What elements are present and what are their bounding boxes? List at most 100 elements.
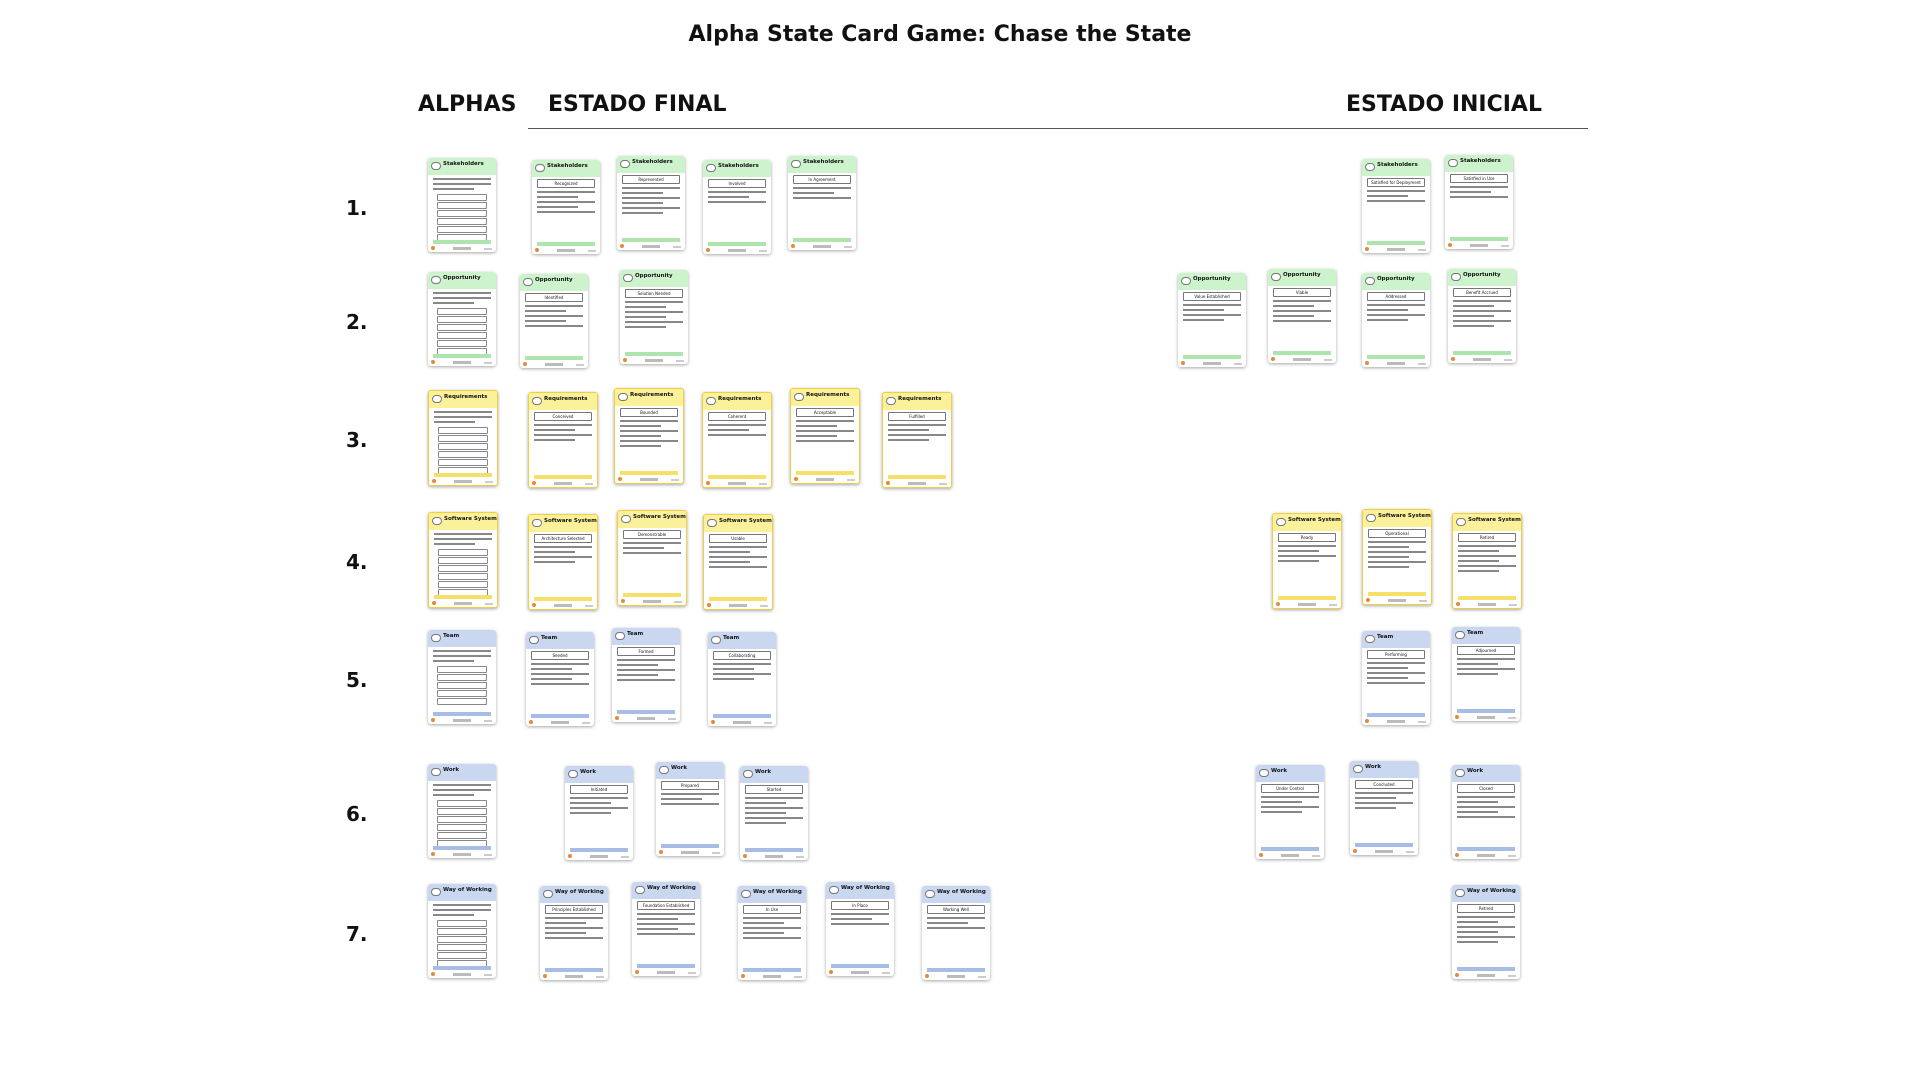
card-footer-mark (582, 722, 590, 724)
card-header: Way of Working (738, 886, 806, 903)
essence-logo-icon (1293, 358, 1311, 361)
card-state-name: In Agreement (793, 175, 851, 184)
card-state-name: Satisfied for Deployment (1367, 178, 1425, 187)
essence-dot-icon (1259, 853, 1263, 857)
card-footer-bar (796, 471, 854, 475)
card-state-name: Operational (1368, 529, 1426, 538)
card-header: Stakeholders (788, 156, 856, 173)
alpha-card-opportunity[interactable]: Opportunity (428, 272, 496, 366)
card-footer-bar (1367, 355, 1425, 359)
card-footer-mark (882, 972, 890, 974)
card-alpha-name: Team (1467, 630, 1484, 636)
alpha-card-stakeholders[interactable]: Stakeholders (428, 158, 496, 252)
card-footer-bar (1457, 709, 1515, 713)
row-number: 4. (346, 550, 368, 574)
card-footer-mark (760, 605, 768, 607)
alpha-icon (659, 766, 669, 774)
card-checklist (1368, 541, 1426, 568)
essence-dot-icon (535, 248, 539, 252)
card-footer-mark (1329, 604, 1337, 606)
card-footer-mark (484, 974, 492, 976)
card-header: Opportunity (1448, 269, 1516, 286)
card-footer-bar (1355, 843, 1413, 847)
card-alpha-name: Way of Working (753, 889, 802, 895)
card-footer-bar (1368, 592, 1426, 596)
alpha-card-team[interactable]: Team (428, 630, 496, 724)
card-header: Work (428, 764, 496, 781)
card-footer-bar (433, 240, 491, 244)
alpha-card-way-of-working[interactable]: Way of Working (428, 884, 496, 978)
essence-dot-icon (432, 479, 436, 483)
card-footer-bar (570, 848, 628, 852)
card-alpha-name: Opportunity (1463, 272, 1501, 278)
essence-logo-icon (729, 604, 747, 607)
card-alpha-name: Team (1377, 634, 1394, 640)
card-footer-mark (794, 976, 802, 978)
card-header: Team (612, 628, 680, 645)
card-state-list (438, 427, 488, 474)
essence-dot-icon (623, 358, 627, 362)
card-checklist (713, 663, 771, 680)
essence-logo-icon (642, 245, 660, 248)
card-header: Opportunity (1268, 269, 1336, 286)
alpha-card-software-system[interactable]: Software System (428, 512, 498, 608)
alpha-card-requirements[interactable]: Requirements (428, 390, 498, 486)
card-alpha-name: Opportunity (635, 273, 673, 279)
card-alpha-name: Software System (1288, 517, 1341, 523)
alpha-icon (1353, 765, 1363, 773)
card-footer-mark (588, 250, 596, 252)
state-card-stakeholders-in-agreement[interactable]: Stakeholders In Agreement (788, 156, 856, 250)
card-state-list (437, 666, 487, 705)
alpha-card-work[interactable]: Work (428, 764, 496, 858)
card-footer-mark (1508, 855, 1516, 857)
card-footer-bar (745, 848, 803, 852)
alpha-icon (431, 162, 441, 170)
card-header: Opportunity (1178, 273, 1246, 290)
card-header: Software System (1363, 510, 1431, 527)
card-checklist (531, 663, 589, 685)
essence-logo-icon (1477, 974, 1495, 977)
essence-logo-icon (1387, 720, 1405, 723)
card-checklist (1273, 300, 1331, 322)
card-checklist (534, 546, 592, 563)
